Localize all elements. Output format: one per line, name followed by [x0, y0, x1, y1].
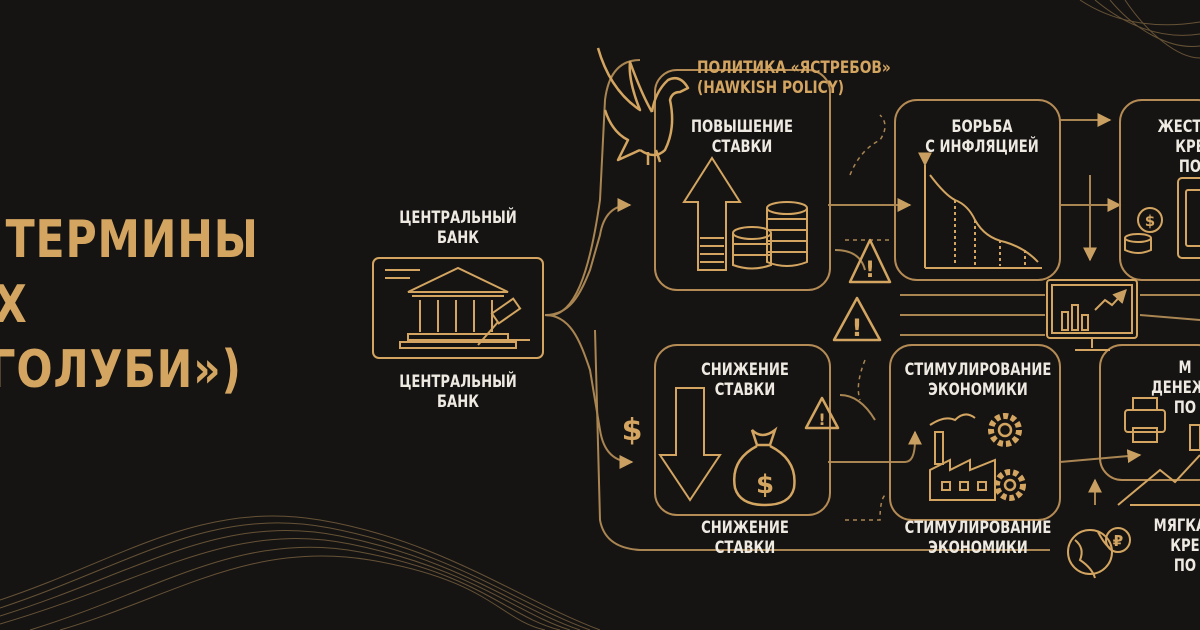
warning-icons — [804, 238, 892, 430]
decorative-wave-top-right — [1079, 0, 1200, 59]
hawkish-subtitle: (HAWKISH POLICY) — [697, 78, 845, 98]
dollar-sign-small: $ — [1145, 212, 1155, 230]
declining-chart-icon — [918, 152, 1042, 269]
coin-stack-icon — [732, 201, 808, 270]
hawk-icon — [596, 47, 690, 165]
tight-policy-panel — [1119, 99, 1200, 281]
hawkish-title: ПОЛИТИКА «ЯСТРЕБОВ» — [697, 58, 891, 78]
central-bank-label-bottom: ЦЕНТРАЛЬНЫЙ БАНК — [399, 372, 517, 412]
warning-icon-2: ! — [852, 314, 863, 342]
warning-icon-3: ! — [818, 410, 825, 429]
cut-rates-label-bottom: СНИЖЕНИЕ СТАВКИ — [701, 518, 789, 558]
panels — [654, 69, 1200, 521]
dollar-icon: $ — [622, 413, 643, 448]
money-policy-panel — [1099, 344, 1200, 481]
soft-policy-label: МЯГКАЯ КРЕ ПО — [1153, 516, 1200, 576]
title-line-3: «ГОЛУБИ») — [0, 340, 242, 400]
tight-policy-label: ЖЕСТКА КРЕ ПО — [1157, 117, 1200, 177]
down-arrow-icon — [658, 387, 722, 502]
rising-chart-icon — [1117, 424, 1200, 506]
cut-rates-panel — [654, 344, 831, 516]
title-line-2: АХ — [0, 275, 28, 335]
up-arrow-icon — [682, 156, 742, 271]
money-policy-label: М ДЕНЕЖН ПО — [1151, 358, 1200, 418]
gear-icons — [988, 413, 1026, 501]
dotted-lines — [845, 114, 890, 521]
cut-rates-label-top: СНИЖЕНИЕ СТАВКИ — [701, 360, 789, 400]
money-bag-dollar: $ — [756, 470, 774, 500]
stimulate-panel — [889, 344, 1061, 521]
stimulate-label-top: СТИМУЛИРОВАНИЕ ЭКОНОМИКИ — [904, 360, 1052, 400]
central-bank-label-top: ЦЕНТРАЛЬНЫЙ БАНК — [399, 208, 517, 248]
central-bank-icon — [372, 257, 544, 359]
safe-icon — [1177, 177, 1200, 259]
printer-icon — [1124, 397, 1166, 443]
flow-lines — [544, 59, 1200, 551]
dollar-coins-icon — [1124, 207, 1163, 254]
raise-rates-label: ПОВЫШЕНИЕ СТАВКИ — [690, 117, 794, 157]
fight-inflation-label: БОРЬБА С ИНФЛЯЦИЕЙ — [925, 117, 1039, 157]
warning-icon-1: ! — [865, 258, 875, 283]
fight-inflation-panel — [894, 99, 1061, 281]
ruble-icon: ₽ — [1113, 532, 1123, 550]
raise-rates-panel — [654, 69, 831, 291]
title-line-1: Е ТЕРМИНЫ — [0, 210, 259, 270]
decorative-wave-bottom-left — [0, 515, 601, 630]
money-bag-icon — [733, 426, 796, 507]
stimulate-label-bottom: СТИМУЛИРОВАНИЕ ЭКОНОМИКИ — [904, 518, 1052, 558]
globe-icon — [1067, 527, 1131, 579]
factory-icon — [929, 413, 996, 501]
monitor-chart-icon — [1046, 279, 1138, 351]
